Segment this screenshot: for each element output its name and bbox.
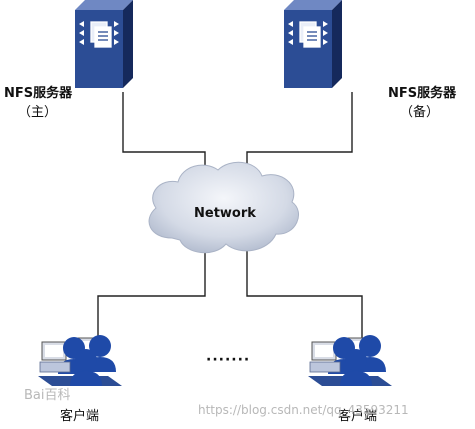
backup-server-name: NFS服务器 [388, 86, 457, 101]
primary-server-role: （主） [18, 105, 58, 120]
clients-ellipsis: ······· [206, 352, 251, 368]
cloud-icon [148, 161, 299, 254]
client-workstation-icon [38, 335, 122, 386]
network-label: Network [194, 206, 256, 221]
backup-server-role: （备） [400, 105, 440, 120]
left-client-label: 客户端 [60, 409, 100, 424]
server-icon [283, 0, 343, 89]
baidu-watermark: Bai百科 [24, 388, 71, 403]
right-client-link [246, 248, 363, 343]
client-workstation-icon [308, 335, 392, 386]
csdn-watermark: https://blog.csdn.net/qq_43593211 [198, 403, 409, 417]
left-client-link [97, 248, 206, 343]
primary-server-name: NFS服务器 [4, 86, 73, 101]
backup-link [246, 92, 353, 180]
right-client-label: 客户端 [338, 409, 378, 424]
server-icon [74, 0, 134, 89]
